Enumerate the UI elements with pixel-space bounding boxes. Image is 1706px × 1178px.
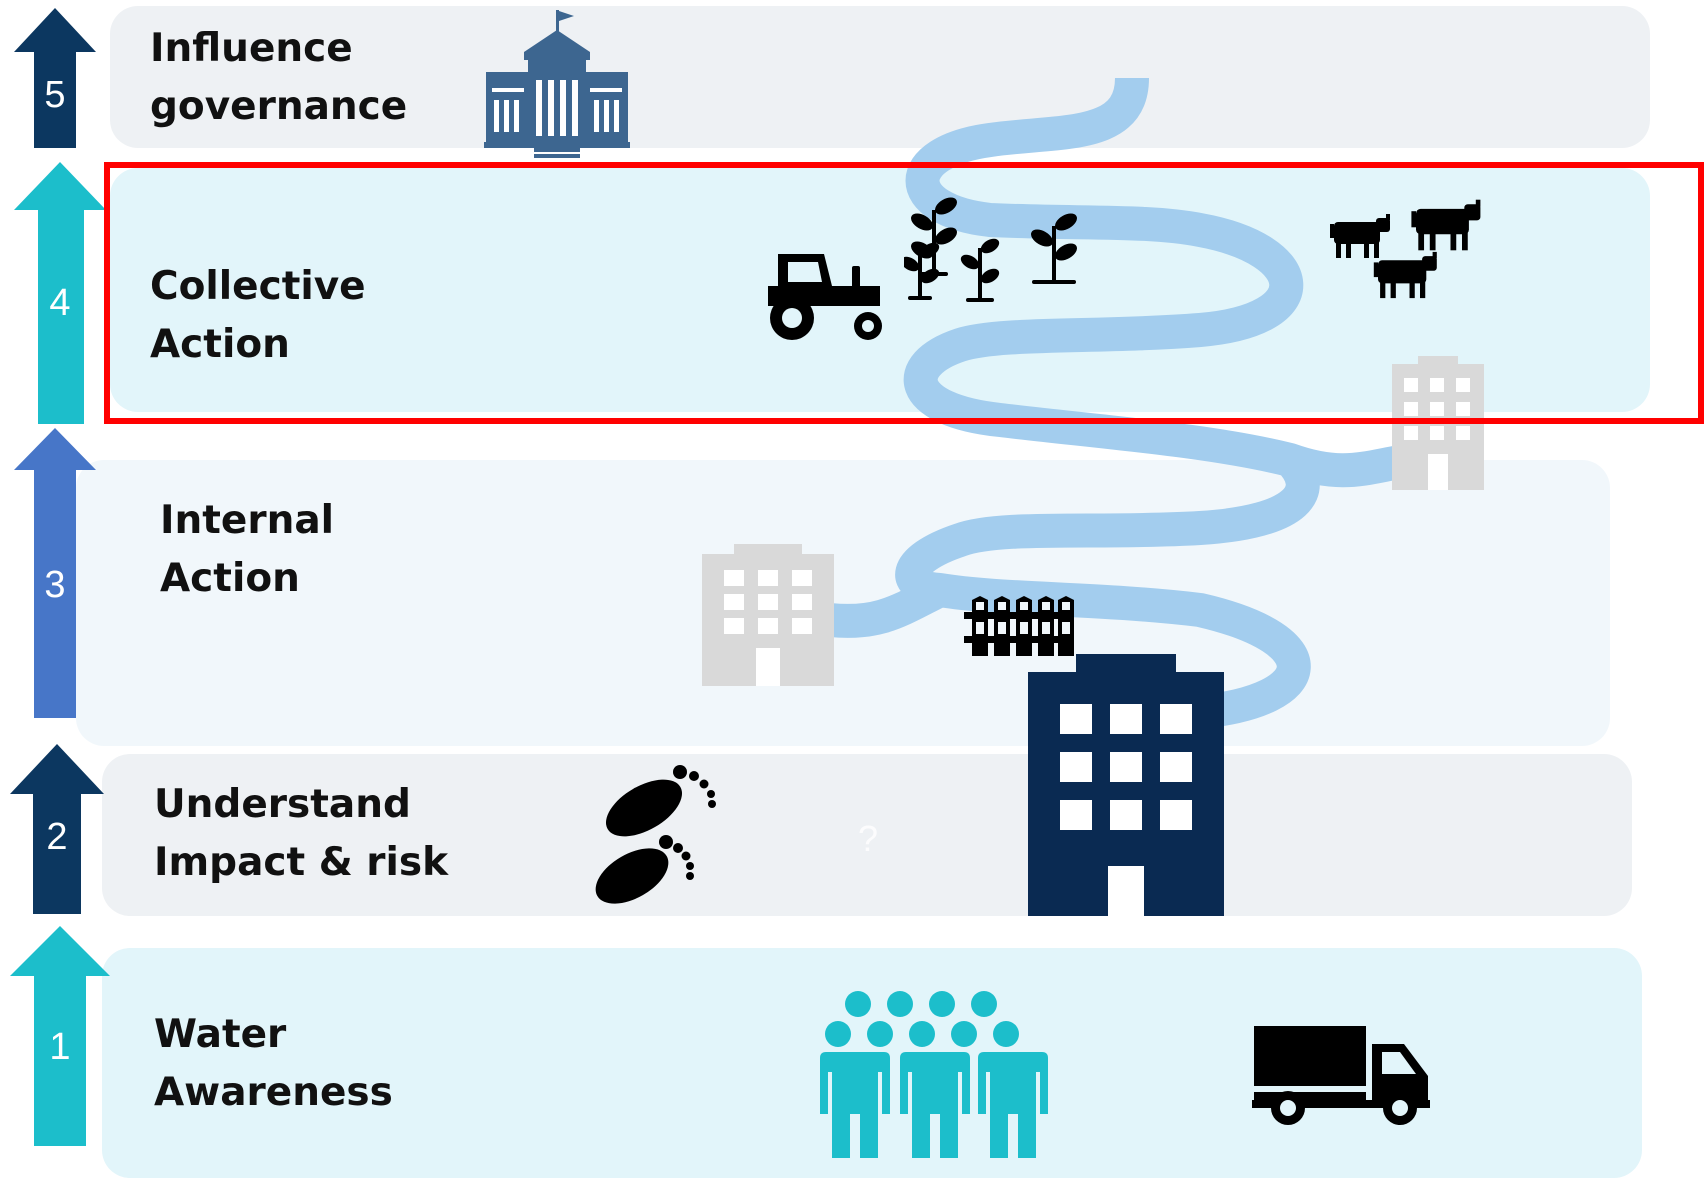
level-arrow-1: 1 <box>10 926 110 1146</box>
level-number-5: 5 <box>44 74 66 116</box>
arrow-up-icon <box>14 162 106 424</box>
highlight-frame <box>104 162 1704 424</box>
level-label-4-line1: Collective <box>150 264 366 309</box>
level-label-3: Internal Action <box>160 492 334 608</box>
level-label-5: Influence governance <box>150 20 407 136</box>
fence-icon <box>964 596 1074 656</box>
plants-icon <box>904 197 1077 302</box>
question-mark: ? <box>858 818 879 859</box>
arrow-up-icon <box>10 926 110 1146</box>
level-arrow-4: 4 <box>14 162 106 424</box>
level-label-3-line1: Internal <box>160 498 335 543</box>
level-label-3-line2: Action <box>160 556 300 601</box>
level-label-4: Collective Action <box>150 258 366 374</box>
band-level-5 <box>110 6 1650 148</box>
level-label-5-line1: Influence <box>150 26 353 71</box>
tractor-icon <box>768 254 882 340</box>
level-arrow-5: 5 <box>14 8 96 148</box>
level-number-4: 4 <box>49 282 71 324</box>
band-level-2 <box>102 754 1632 916</box>
level-label-2-line1: Understand <box>154 782 411 827</box>
level-number-2: 2 <box>46 816 68 858</box>
office-building-icon <box>702 544 834 686</box>
level-label-1-line2: Awareness <box>154 1070 393 1115</box>
level-number-1: 1 <box>49 1026 71 1068</box>
people-group-icon <box>820 991 1048 1158</box>
truck-icon <box>1252 1026 1430 1125</box>
level-label-4-line2: Action <box>150 322 290 367</box>
arrow-up-icon <box>14 8 96 148</box>
level-label-1-line1: Water <box>154 1012 287 1057</box>
footprints-icon <box>595 765 716 904</box>
level-label-2: Understand Impact & risk <box>154 776 448 892</box>
arrow-up-icon <box>10 744 104 914</box>
office-building-icon <box>1028 654 1224 916</box>
government-building-icon <box>484 10 630 158</box>
band-level-3 <box>76 460 1610 746</box>
level-label-5-line2: governance <box>150 84 408 129</box>
level-arrow-2: 2 <box>10 744 104 914</box>
level-number-3: 3 <box>44 564 66 606</box>
arrow-up-icon <box>14 428 96 718</box>
office-building-icon <box>1392 356 1484 490</box>
level-arrow-3: 3 <box>14 428 96 718</box>
level-label-2-line2: Impact & risk <box>154 840 449 885</box>
level-label-1: Water Awareness <box>154 1006 393 1122</box>
